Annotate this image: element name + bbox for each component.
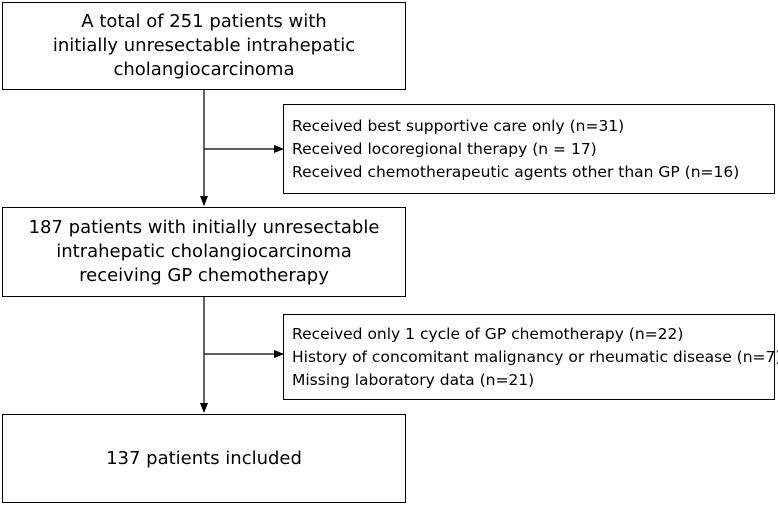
gp-cohort-line-2: intrahepatic cholangiocarcinoma (56, 241, 352, 262)
exclusion-1-item-2: Received locoregional therapy (n = 17) (292, 139, 597, 158)
gp-cohort-line-1: 187 patients with initially unresectable (28, 217, 380, 238)
total-patients-line-3: cholangiocarcinoma (113, 59, 295, 80)
included-patients-box: 137 patients included (2, 414, 406, 503)
gp-cohort-box: 187 patients with initially unresectable… (2, 207, 406, 297)
exclusion-1-item-1: Received best supportive care only (n=31… (292, 116, 625, 135)
total-patients-line-2: initially unresectable intrahepatic (52, 35, 356, 56)
total-patients-box: A total of 251 patients with initially u… (2, 2, 406, 90)
included-patients-line: 137 patients included (106, 447, 302, 469)
exclusion-2-item-3: Missing laboratory data (n=21) (292, 370, 535, 389)
exclusion-box-1: Received best supportive care only (n=31… (283, 104, 775, 194)
exclusion-2-item-1: Received only 1 cycle of GP chemotherapy… (292, 324, 684, 343)
total-patients-line-1: A total of 251 patients with (81, 11, 327, 32)
exclusion-1-item-3: Received chemotherapeutic agents other t… (292, 162, 740, 181)
exclusion-box-2: Received only 1 cycle of GP chemotherapy… (283, 314, 778, 400)
gp-cohort-line-3: receiving GP chemotherapy (79, 265, 329, 286)
exclusion-2-item-2: History of concomitant malignancy or rhe… (292, 347, 778, 366)
